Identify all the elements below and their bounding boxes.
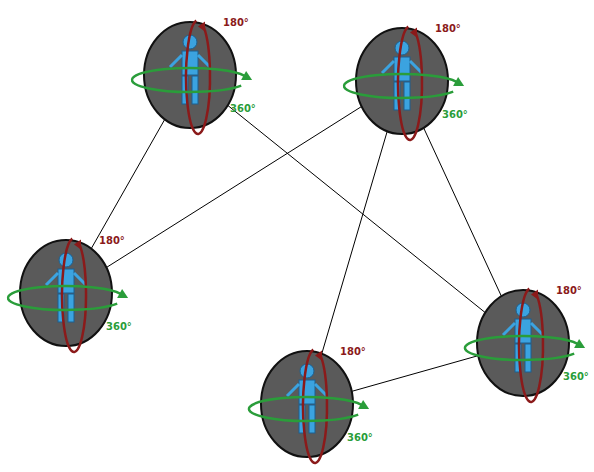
rotation-arc-360: [465, 336, 580, 360]
connector-line: [106, 106, 361, 267]
rotation-arc-180: [186, 21, 210, 134]
arrowhead-360: [453, 77, 464, 86]
rotation-sphere: 180° 360°: [247, 339, 377, 472]
arrowhead-360: [117, 289, 128, 298]
connector-line: [424, 128, 502, 296]
angle-label-360: 360°: [347, 432, 373, 444]
arrowhead-180: [198, 22, 205, 32]
rotation-arc-180: [398, 27, 422, 140]
arrowhead-360: [358, 400, 369, 409]
angle-label-180: 180°: [340, 346, 366, 358]
angle-label-360: 360°: [442, 109, 468, 121]
rotation-sphere: 180° 360°: [6, 228, 136, 368]
sphere-illustration: [130, 10, 260, 150]
person-figure: [58, 253, 74, 322]
arms: [46, 273, 86, 285]
arms: [170, 55, 210, 67]
rotation-arc-360: [344, 74, 459, 98]
arrowhead-180: [410, 28, 417, 38]
rotation-arc-180: [519, 289, 543, 402]
arrowhead-180: [315, 351, 322, 361]
angle-label-360: 360°: [230, 103, 256, 115]
rotation-arc-360: [8, 286, 123, 310]
arms: [382, 61, 422, 73]
arrowhead-180: [531, 290, 538, 300]
connector-line: [91, 119, 165, 248]
angle-label-360: 360°: [106, 321, 132, 333]
sphere-illustration: [342, 16, 472, 156]
connector-line: [352, 356, 479, 392]
rotation-arc-360: [132, 68, 247, 92]
connector-line: [228, 105, 486, 312]
angle-label-180: 180°: [99, 235, 125, 247]
person-figure: [515, 303, 531, 372]
arrowhead-360: [574, 339, 585, 348]
arms: [503, 323, 543, 335]
angle-label-180: 180°: [556, 285, 582, 297]
sphere-illustration: [247, 339, 377, 472]
rotation-arc-180: [62, 239, 86, 352]
arrowhead-180: [74, 240, 81, 250]
angle-label-180: 180°: [223, 17, 249, 29]
person-figure: [394, 41, 410, 110]
rotation-arc-360: [249, 397, 364, 421]
angle-label-360: 360°: [563, 371, 589, 383]
angle-label-180: 180°: [435, 23, 461, 35]
sphere-illustration: [6, 228, 136, 368]
rotation-sphere: 180° 360°: [342, 16, 472, 156]
person-figure: [299, 364, 315, 433]
rotation-arc-180: [303, 350, 327, 463]
arms: [287, 384, 327, 396]
connector-line: [322, 131, 387, 354]
person-figure: [182, 35, 198, 104]
arrowhead-360: [241, 71, 252, 80]
sphere-illustration: [463, 278, 593, 418]
rotation-sphere: 180° 360°: [130, 10, 260, 150]
rotation-sphere: 180° 360°: [463, 278, 593, 418]
